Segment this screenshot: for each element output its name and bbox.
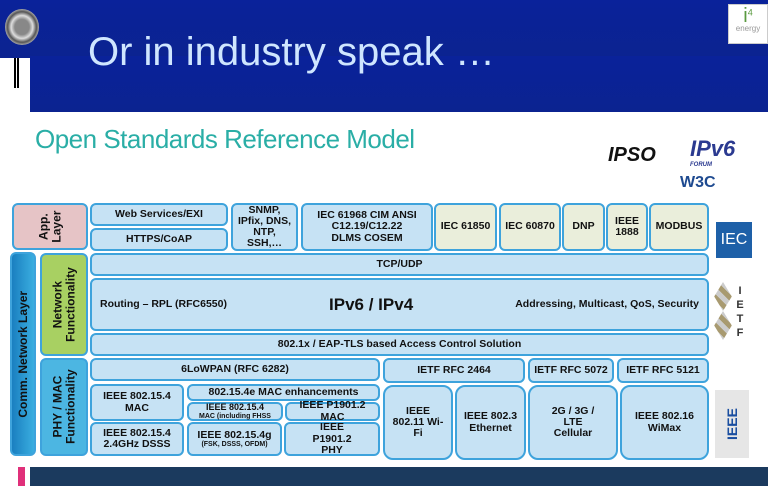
dnp-box: DNP [562,203,605,251]
ipso-logo: IPSO [608,144,656,166]
ietf-rfc-2464: IETF RFC 2464 [383,358,525,383]
footer-accent [18,467,25,486]
ieee-80211-wifi: IEEE 802.11 Wi-Fi [383,385,453,460]
i4-energy-logo: i4 energy [728,4,768,44]
ipv6-ipv4: IPv6 / IPv4 [329,294,414,314]
routing-rpl: Routing – RPL (RFC6550) [100,297,227,310]
ieee-80216-wimax: IEEE 802.16 WiMax [620,385,709,460]
w3c-logo: W3C [680,174,716,191]
footer-band [30,467,768,486]
seal-logo [5,9,39,45]
ietf-rfc-5121: IETF RFC 5121 [617,358,709,383]
comm-network-layer-label: Comm. Network Layer [10,252,36,456]
network-functionality-label: Network Functionality [40,253,88,356]
iec-logo: IEC [716,222,752,258]
ieee-logo: IEEE [715,390,749,458]
https-coap: HTTPS/CoAP [90,228,228,251]
iec60870-box: IEC 60870 [499,203,561,251]
ieee-8023-ethernet: IEEE 802.3 Ethernet [455,385,526,460]
802154e-mac-enhancements: 802.15.4e MAC enhancements [187,384,380,401]
header-band-lower [30,56,768,112]
slide-subtitle: Open Standards Reference Model [35,124,415,154]
addressing: Addressing, Multicast, QoS, Security [515,297,699,310]
ietf-diamond-icon [714,282,732,340]
ieee-802154-dsss: IEEE 802.15.4 2.4GHz DSSS [90,422,184,456]
ieee-p1901-mac: IEEE P1901.2 MAC [285,400,380,422]
access-control: 802.1x / EAP-TLS based Access Control So… [90,333,709,356]
ieee-p1901-phy: IEEE P1901.2 PHY [284,422,380,456]
iec61850-box: IEC 61850 [434,203,497,251]
ietf-logo-text: IETF [736,285,744,339]
slide-title: Or in industry speak … [88,30,495,74]
header-band [0,0,768,58]
cellular: 2G / 3G / LTE Cellular [528,385,618,460]
modbus-box: MODBUS [649,203,709,251]
app-layer-label: App. Layer [12,203,88,250]
snmp-box: SNMP, IPfix, DNS, NTP, SSH,… [231,203,298,251]
ieee1888-box: IEEE 1888 [606,203,648,251]
6lowpan: 6LoWPAN (RFC 6282) [90,358,380,381]
tcp-udp: TCP/UDP [90,253,709,276]
ieee-802154-mac: IEEE 802.15.4 MAC [90,384,184,421]
ieee-802154g: IEEE 802.15.4g(FSK, DSSS, OFDM) [187,422,282,456]
iec61968-box: IEC 61968 CIM ANSI C12.19/C12.22 DLMS CO… [301,203,433,251]
web-services-exi: Web Services/EXI [90,203,228,226]
ietf-rfc-5072: IETF RFC 5072 [528,358,614,383]
ip-row: Routing – RPL (RFC6550) IPv6 / IPv4 Addr… [90,278,709,331]
left-bars [14,58,19,88]
phy-mac-functionality-label: PHY / MAC Functionality [40,358,88,456]
